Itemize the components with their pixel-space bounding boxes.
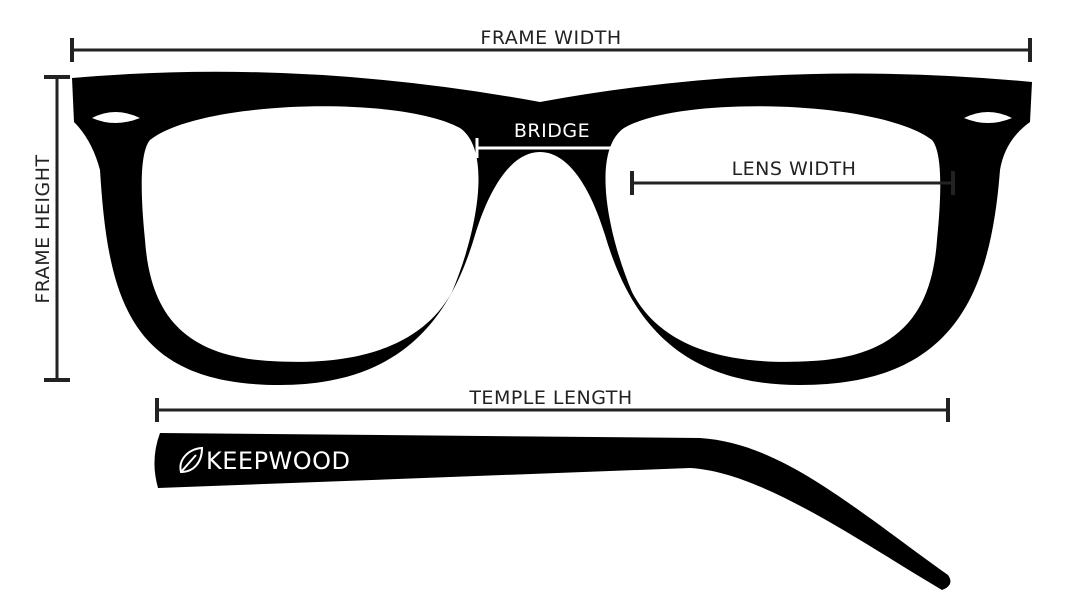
- temple-length-label: TEMPLE LENGTH: [468, 387, 632, 409]
- bridge-label: BRIDGE: [514, 120, 590, 142]
- frame-front: [72, 71, 1032, 385]
- left-rivet: [92, 112, 140, 123]
- brand-name: KEEPWOOD: [206, 447, 351, 475]
- frame-height-label: FRAME HEIGHT: [32, 154, 54, 303]
- frame-width-label: FRAME WIDTH: [480, 27, 621, 49]
- right-rivet: [964, 112, 1012, 123]
- temple-arm: [154, 433, 951, 590]
- leaf-icon: [179, 446, 204, 474]
- brand-logo: KEEPWOOD: [179, 446, 351, 475]
- lens-width-label: LENS WIDTH: [732, 158, 857, 180]
